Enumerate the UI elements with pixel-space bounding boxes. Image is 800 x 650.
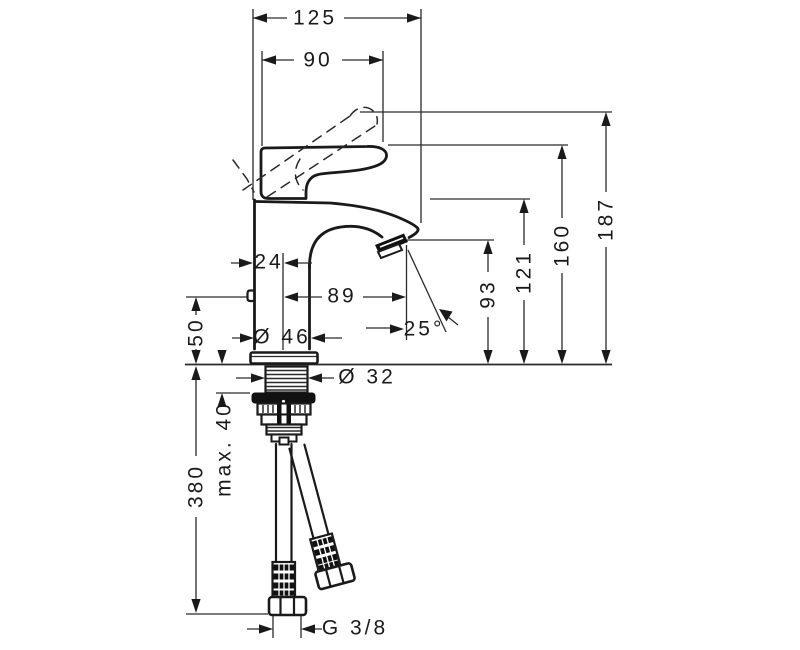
dimension-380: 380 [185,366,208,613]
dimension-label: 25° [404,318,445,341]
dimension-label: 89 [327,285,356,308]
dimension-label: 380 [185,464,208,508]
dimension-label: G 3/8 [322,617,388,640]
dimension-187: 187 [595,112,618,364]
seal-washer [251,392,316,404]
dimension-label: 121 [513,250,536,294]
supply-hose-vertical [267,442,308,617]
dimension-93: 93 [477,240,500,364]
dimension-diameter-32: Ø 32 [236,366,396,389]
angle-reference-line [407,249,447,333]
dimension-label: 90 [303,49,332,72]
spout-top [254,200,420,239]
aerator [375,233,408,260]
dimension-121: 121 [513,199,536,364]
dimension-g38: G 3/8 [247,617,388,640]
extension-lines [185,9,612,638]
base-flange [249,351,319,365]
spout-underside [308,224,384,270]
dimension-label: Ø 46 [253,326,311,349]
dimension-label: 125 [293,7,337,30]
dimension-89: 89 [284,285,406,308]
dimension-label: Ø 32 [338,366,396,389]
popup-rod-knob [246,289,256,303]
dimension-label: 24 [254,251,283,274]
dimension-24: 24 [231,251,312,274]
dimension-50: 50 [185,297,208,364]
dimension-label: 50 [185,317,208,346]
dimension-125: 125 [253,7,421,30]
dimension-max-40: max. 40 [213,350,236,497]
threaded-shank [264,365,309,394]
dimension-label: max. 40 [213,401,236,497]
dimension-diameter-46: Ø 46 [232,326,342,349]
dimension-label: 160 [551,223,574,267]
fastening-nut [256,402,312,446]
dimension-90: 90 [262,49,383,72]
dimension-label: 93 [477,279,500,308]
handle [259,145,388,200]
dimension-angle-25: 25° [366,309,459,341]
mounting-assembly [251,365,316,446]
hose-hex-nut [267,595,308,617]
supply-hose-angled [288,443,356,591]
faucet-outline [232,106,420,365]
dimension-160: 160 [551,145,574,364]
handle-raised-dashed [232,106,379,198]
dimension-label: 187 [595,197,618,241]
